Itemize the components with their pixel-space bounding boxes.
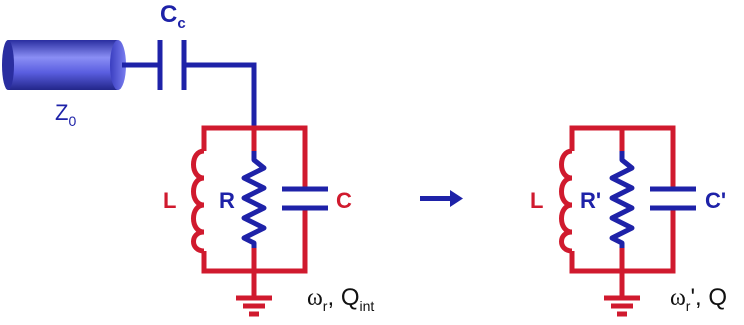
cable-end-cap: [110, 40, 126, 90]
coupling-network: [122, 40, 257, 128]
resistor-left-label: R: [219, 188, 235, 213]
resistor-right-label: R': [580, 188, 601, 213]
coupling-capacitor-subscript: c: [177, 15, 185, 32]
capacitor-left-label: C: [336, 188, 352, 213]
cable-body: [8, 40, 118, 90]
resonator-right: [559, 125, 696, 317]
coupling-wire-out: [184, 62, 257, 128]
transform-arrow: [420, 190, 463, 207]
resonance-label-right: ωr', Q: [670, 284, 727, 314]
resonator-left: [191, 125, 328, 317]
cable-left-cap: [2, 40, 14, 90]
capacitor-right-label: C': [705, 188, 726, 213]
inductor-left: [191, 148, 205, 254]
inductor-right-label: L: [530, 188, 543, 213]
resistor-left: [241, 151, 267, 248]
resonance-label-left: ωr, Qint: [307, 284, 374, 314]
coupling-capacitor-label: Cc: [160, 1, 186, 32]
impedance-subscript: 0: [68, 113, 76, 129]
resistor-right: [609, 151, 635, 248]
arrow-head: [450, 190, 463, 207]
transmission-line: [2, 40, 126, 90]
inductor-right: [559, 148, 573, 254]
arrow-shaft: [420, 196, 450, 201]
inductor-left-label: L: [163, 188, 176, 213]
impedance-label: Z0: [55, 100, 76, 129]
